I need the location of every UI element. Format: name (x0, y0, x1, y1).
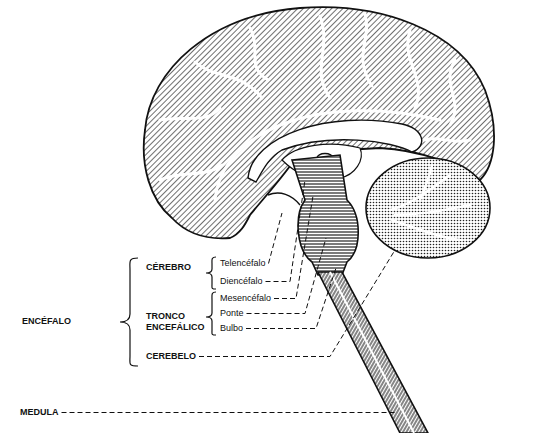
part-label: Diencéfalo (220, 276, 263, 287)
part-label: Bulbo (220, 323, 243, 334)
part-label: ENCÉFALO (22, 316, 71, 327)
part-label: Telencéfalo (220, 258, 266, 269)
spinal-cord (318, 272, 428, 433)
brainstem (292, 155, 358, 275)
part-label: MEDULA (20, 407, 59, 418)
bracket (206, 257, 216, 289)
leader-line (62, 412, 397, 413)
part-label: Mesencéfalo (220, 293, 271, 304)
leader-line (269, 213, 283, 264)
arbor-vitae (390, 165, 470, 240)
part-label: TRONCO ENCEFÁLICO (146, 311, 205, 333)
cord-midline (330, 272, 414, 433)
part-label: CEREBELO (146, 351, 196, 362)
cerebellum (366, 158, 490, 258)
optic-region (268, 193, 300, 205)
leader-line (199, 250, 395, 357)
leader-line (274, 196, 313, 299)
leader-line (266, 180, 306, 282)
part-label: Ponte (220, 308, 244, 319)
part-label: CÉREBRO (146, 262, 191, 273)
bracket (206, 292, 216, 335)
bracket (120, 258, 138, 366)
